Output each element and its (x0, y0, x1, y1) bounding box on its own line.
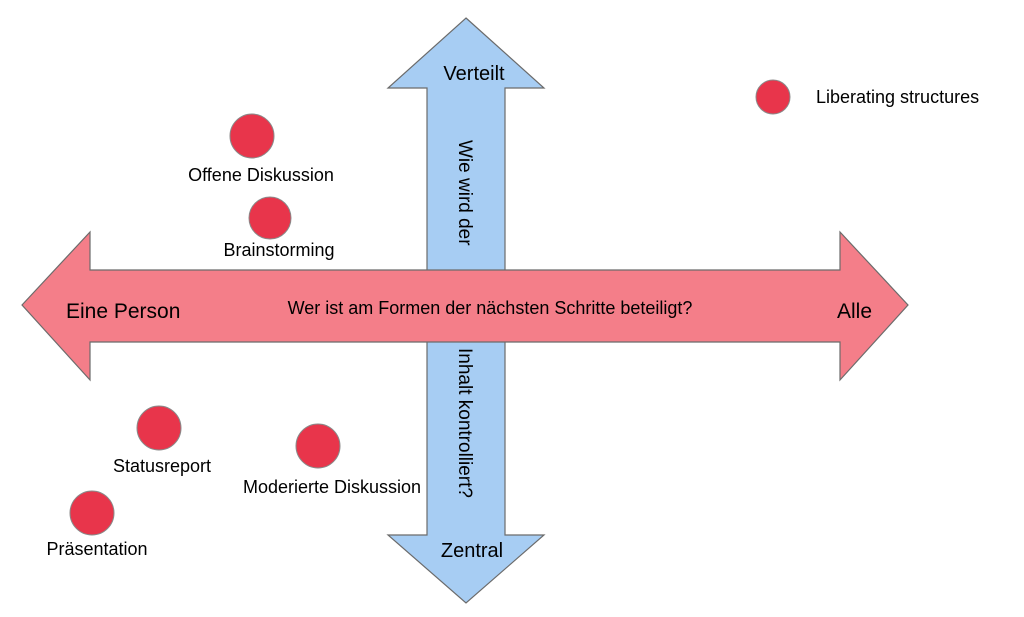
vertical-question-bottom: Inhalt kontrolliert? (454, 348, 475, 498)
horizontal-question: Wer ist am Formen der nächsten Schritte … (288, 298, 693, 318)
horizontal-left-label: Eine Person (66, 300, 180, 323)
item-label-praesentation: Präsentation (46, 539, 147, 559)
vertical-question-top: Wie wird der (454, 140, 475, 246)
vertical-top-label: Verteilt (443, 63, 505, 85)
legend-marker (755, 79, 791, 115)
item-marker-offene-diskussion (229, 113, 275, 159)
horizontal-arrow (21, 230, 909, 382)
item-marker-praesentation (69, 490, 115, 536)
item-marker-statusreport (136, 405, 182, 451)
item-label-brainstorming: Brainstorming (223, 240, 334, 260)
item-label-offene-diskussion: Offene Diskussion (188, 165, 334, 185)
item-label-moderierte-diskussion: Moderierte Diskussion (243, 477, 421, 497)
item-label-statusreport: Statusreport (113, 456, 211, 476)
item-marker-brainstorming (248, 196, 292, 240)
vertical-bottom-label: Zentral (441, 540, 503, 562)
horizontal-right-label: Alle (837, 300, 872, 323)
legend-label: Liberating structures (816, 87, 979, 107)
item-marker-moderierte-diskussion (295, 423, 341, 469)
